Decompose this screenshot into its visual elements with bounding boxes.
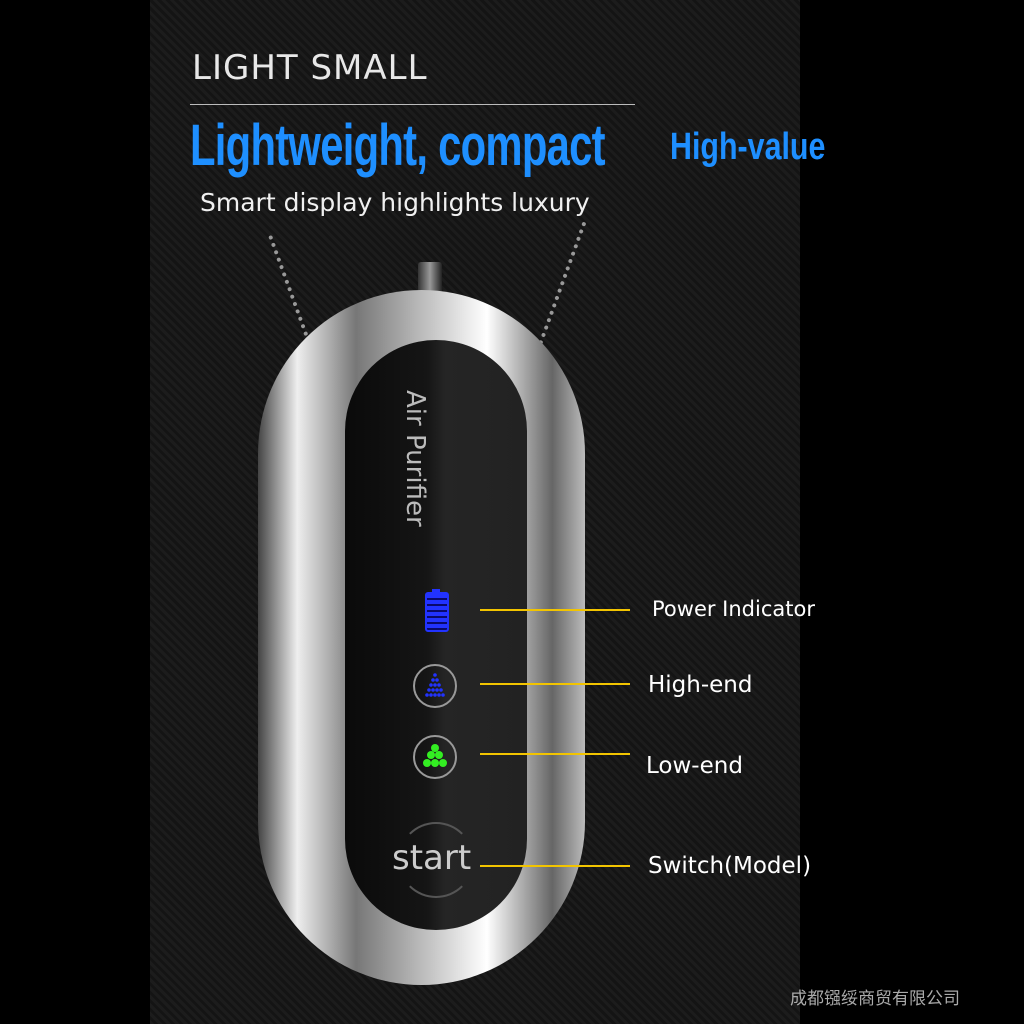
- callout-power-indicator: Power Indicator: [652, 597, 815, 621]
- watermark: 成都镪绥商贸有限公司: [790, 989, 960, 1009]
- subheadline: Smart display highlights luxury: [200, 188, 590, 217]
- battery-icon: [425, 589, 449, 632]
- callout-line: [480, 609, 630, 611]
- divider: [190, 104, 635, 105]
- callout-line: [480, 683, 630, 685]
- start-ring-icon: [398, 822, 474, 898]
- callout-line: [480, 753, 630, 755]
- start-button[interactable]: start: [392, 838, 472, 878]
- device-label: Air Purifier: [400, 390, 430, 527]
- top-knob: [418, 262, 442, 294]
- headline: Lightweight, compact: [190, 113, 606, 178]
- callout-line: [480, 865, 630, 867]
- kicker-text: LIGHT SMALL: [192, 48, 428, 88]
- low-mode-icon: [413, 735, 457, 779]
- callout-low-end: Low-end: [646, 753, 743, 779]
- high-mode-icon: [413, 664, 457, 708]
- headline-suffix: High-value: [670, 126, 826, 168]
- callout-switch: Switch(Model): [648, 853, 812, 879]
- callout-high-end: High-end: [648, 672, 753, 698]
